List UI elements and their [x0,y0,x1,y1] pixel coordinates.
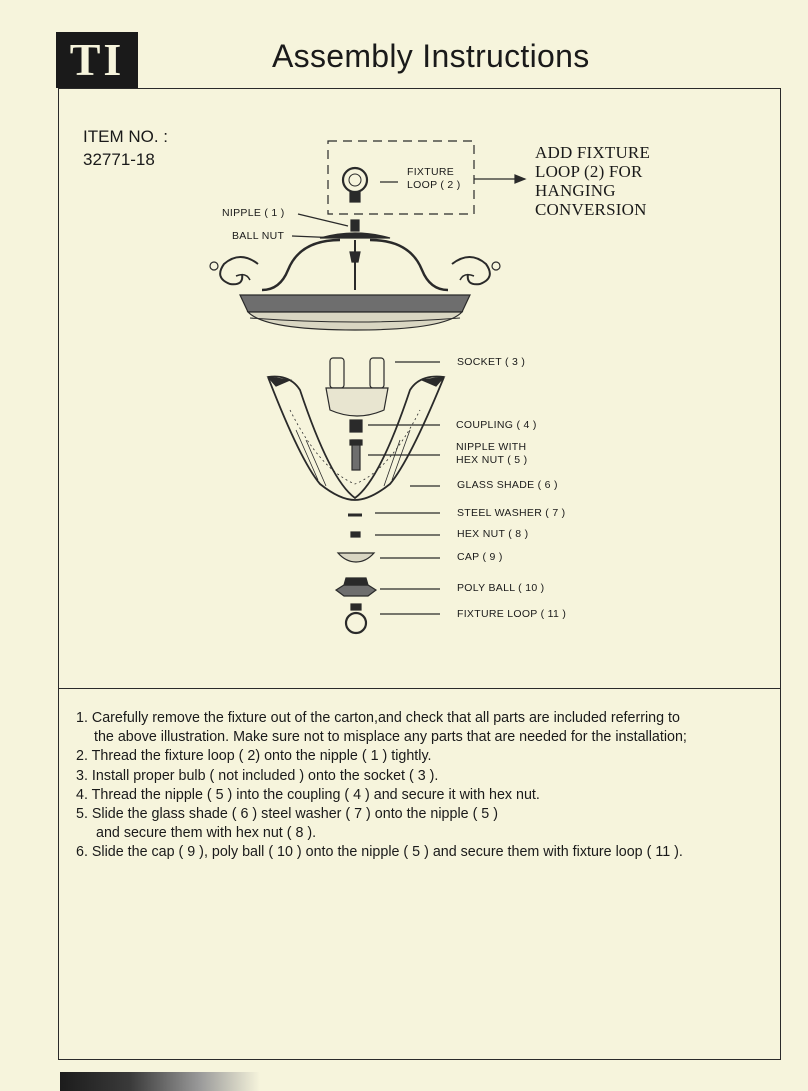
hanging-loop-callout-box [327,140,527,215]
label-nipple-with-hex-line2: HEX NUT ( 5 ) [456,454,528,466]
page-title: Assembly Instructions [272,38,590,74]
label-fixture-loop-11: FIXTURE LOOP ( 11 ) [457,608,567,620]
glass-shade-icon [266,375,446,501]
label-socket: SOCKET ( 3 ) [457,356,526,368]
coupling-icon [349,419,440,433]
fixture-loop-11-icon [344,603,440,635]
step-item: 1. Carefully remove the fixture out of t… [76,710,680,726]
cap-icon [336,552,440,563]
fixture-canopy-frame [209,232,501,292]
label-steel-washer: STEEL WASHER ( 7 ) [457,507,566,519]
step-item-continued: and secure them with hex nut ( 8 ). [96,825,317,842]
steel-washer-icon [348,512,440,517]
item-number-value: 32771-18 [83,150,155,169]
step-item: 5. Slide the glass shade ( 6 ) steel was… [76,806,498,823]
socket-cluster-icon [325,357,440,417]
fixture-bowl-rim [239,294,471,331]
item-number-label: ITEM NO. : [83,127,168,146]
label-glass-shade: GLASS SHADE ( 6 ) [457,479,558,491]
nipple-1-icon [297,213,360,232]
assembly-steps-list: 1. Carefully remove the fixture out of t… [76,709,766,863]
note-line: ADD FIXTURE [535,143,651,162]
label-poly-ball: POLY BALL ( 10 ) [457,582,545,594]
step-item: 3. Install proper bulb ( not included ) … [76,767,439,784]
label-cap: CAP ( 9 ) [457,551,503,563]
fixture-loop-2-icon [341,166,398,203]
label-fixture-loop-2-line2: LOOP ( 2 ) [407,179,461,191]
nipple-with-hex-nut-icon [349,439,440,471]
step-item: 6. Slide the cap ( 9 ), poly ball ( 10 )… [76,844,683,861]
brand-logo: TI [56,32,138,88]
label-hex-nut: HEX NUT ( 8 ) [457,528,529,540]
content-frame [58,88,781,1060]
section-divider [58,688,781,689]
step-item-continued: the above illustration. Make sure not to… [94,729,687,746]
label-nipple-1: NIPPLE ( 1 ) [222,207,285,219]
scan-gradient-bar [60,1072,260,1091]
note-line: LOOP (2) FOR [535,162,643,181]
step-item: 4. Thread the nipple ( 5 ) into the coup… [76,786,540,803]
label-ball-nut: BALL NUT [232,230,285,242]
poly-ball-icon [334,577,440,597]
label-nipple-with-hex-line1: NIPPLE WITH [456,441,527,453]
label-coupling: COUPLING ( 4 ) [456,419,537,431]
note-line: HANGING [535,181,616,200]
hex-nut-icon [350,531,440,538]
label-fixture-loop-2-line1: FIXTURE [407,166,455,178]
note-line: CONVERSION [535,200,647,219]
hanging-conversion-note: ADD FIXTURE LOOP (2) FOR HANGING CONVERS… [535,143,650,219]
step-item: 2. Thread the fixture loop ( 2) onto the… [76,748,432,765]
